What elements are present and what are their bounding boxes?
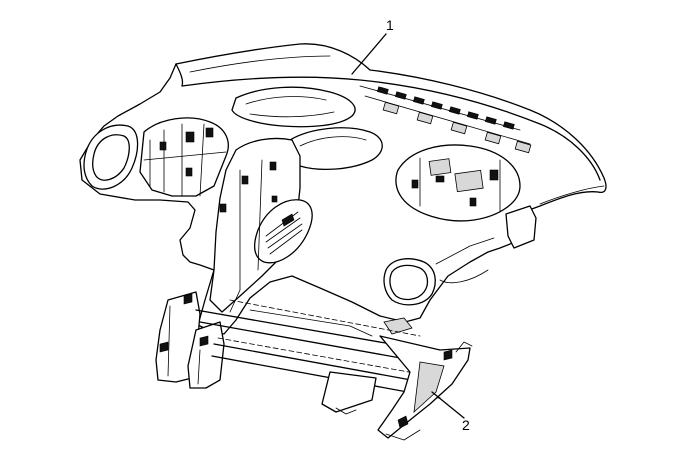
center-bracket-area (209, 137, 313, 313)
callout-1: 1 (386, 17, 394, 33)
leader-line-2 (431, 391, 465, 419)
callout-2: 2 (462, 417, 470, 433)
instrument-panel-lower-bracket (155, 289, 473, 441)
instrument-panel-upper (79, 43, 607, 335)
callout-leaders (351, 33, 465, 419)
leader-line-1 (351, 33, 387, 75)
